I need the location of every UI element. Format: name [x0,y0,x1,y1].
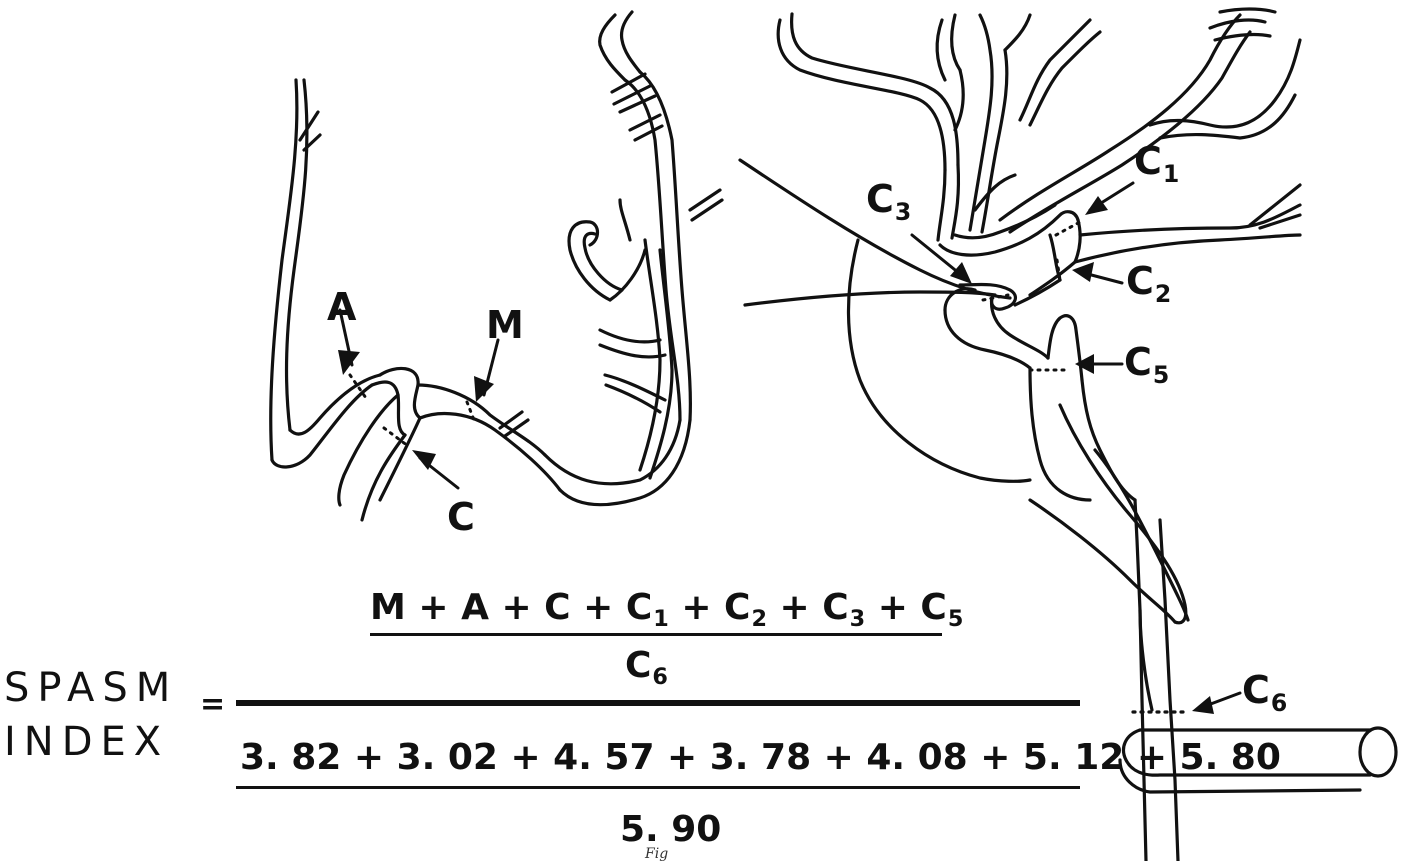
label-C3: C3 [866,180,911,218]
index-word: INDEX [4,722,169,762]
term-subscript: 3 [850,606,866,632]
figure-caption: Fig [645,846,668,862]
operator-plus: + [865,587,920,628]
left-vessel-tree [271,12,722,520]
operator-plus: + [406,587,461,628]
top-denominator: C6 [625,648,668,684]
spasm-word: SPASM [4,668,178,708]
term-subscript: 1 [653,606,669,632]
label-A: A [327,288,356,326]
equals-sign: = [200,690,225,720]
right-vessel-tree [740,9,1396,861]
bottom-denominator: 5. 90 [620,812,721,848]
label-C6: C6 [1242,671,1287,709]
operator-plus: + [669,587,724,628]
operator-plus: + [571,587,626,628]
term-m: M [370,587,406,628]
top-fraction-bar [370,633,942,636]
operator-plus: + [767,587,822,628]
arrowhead-C1 [1085,196,1108,215]
arrowhead-C6 [1192,696,1214,714]
term-c2: C2 [724,587,767,628]
term-c: C [544,587,570,628]
operator-plus: + [489,587,544,628]
term-a: A [461,587,489,628]
bottom-fraction-bar [236,786,1080,789]
arrowhead-M [474,376,494,402]
label-C5: C5 [1124,343,1169,381]
arrowhead-C3 [950,262,972,284]
term-c3: C3 [822,587,865,628]
arrowhead-A [338,350,360,375]
label-C: C [447,498,475,536]
term-subscript: 2 [751,606,767,632]
main-fraction-bar [236,700,1080,706]
bottom-numerator: 3. 82 + 3. 02 + 4. 57 + 3. 78 + 4. 08 + … [240,740,1281,776]
label-C2: C2 [1126,262,1171,300]
label-C1: C1 [1134,142,1179,180]
arrowhead-C2 [1072,262,1094,282]
term-subscript: 5 [948,606,964,632]
term-c1: C1 [626,587,669,628]
term-c5: C5 [920,587,963,628]
label-M: M [486,306,524,344]
top-numerator: M + A + C + C1 + C2 + C3 + C5 [370,590,963,626]
